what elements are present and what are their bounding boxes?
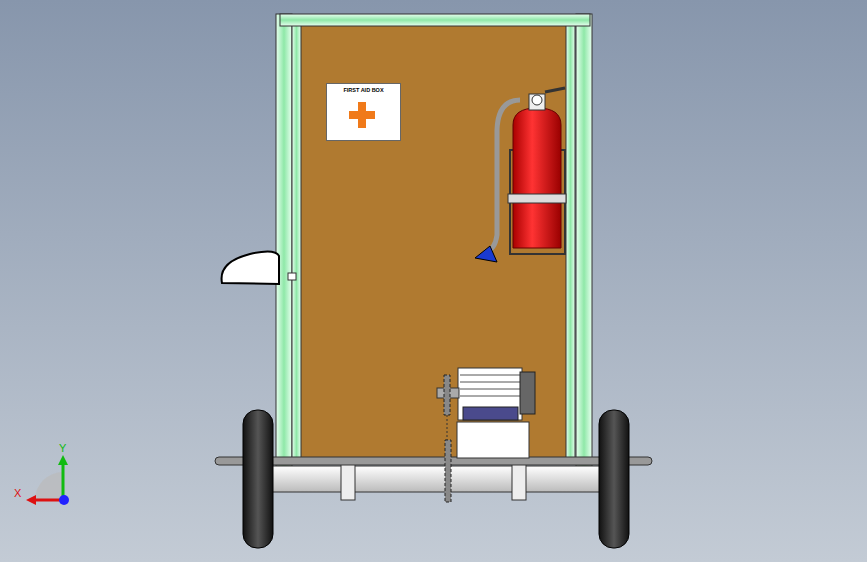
- sign-text: FIRST AID BOX: [327, 87, 400, 93]
- axis-label: Y: [59, 442, 66, 454]
- cross-symbol: [347, 100, 377, 130]
- axis-label: X: [14, 487, 21, 499]
- first-aid-sign: FIRST AID BOX: [326, 83, 401, 141]
